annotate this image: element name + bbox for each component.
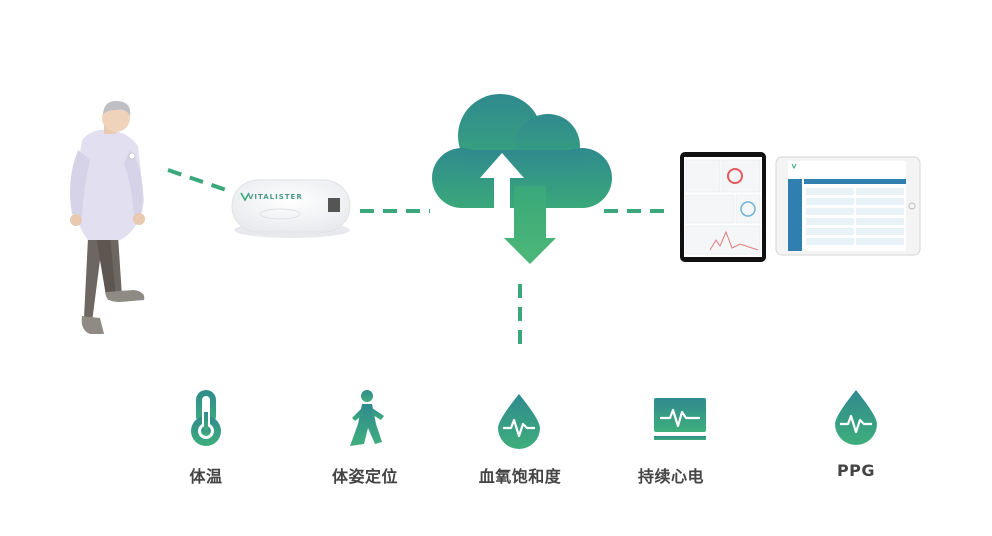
metric-spo2-label: 血氧饱和度 [478,467,562,486]
connector-person-to-device [167,168,233,194]
qr-code-icon [328,198,340,212]
download-arrow-icon [504,186,556,264]
cloud-icon [432,94,612,208]
tablet-dashboard [680,152,766,262]
brand-logo-icon [240,192,250,202]
device-brand-label: VITALISTER [248,193,303,201]
thermometer-icon [191,390,221,446]
ecg-monitor-icon [654,398,706,440]
walking-person-icon [350,390,384,446]
ipad-dashboard [775,156,921,256]
metric-ppg: PPG [796,461,916,480]
ppg-drop-icon [835,390,877,445]
metric-temperature: 体温 [146,463,266,487]
wearable-device [231,179,351,238]
upload-arrow-icon [480,153,524,208]
metric-posture-label: 体姿定位 [331,467,398,486]
elderly-person-figure [70,100,145,334]
blood-drop-pulse-icon [498,394,540,449]
metric-posture: 体姿定位 [305,463,425,487]
metric-ppg-label: PPG [836,461,876,480]
metric-temperature-label: 体温 [189,467,223,486]
metric-spo2: 血氧饱和度 [460,463,580,487]
metric-ecg: 持续心电 [611,463,731,487]
metric-ecg-label: 持续心电 [637,467,704,486]
